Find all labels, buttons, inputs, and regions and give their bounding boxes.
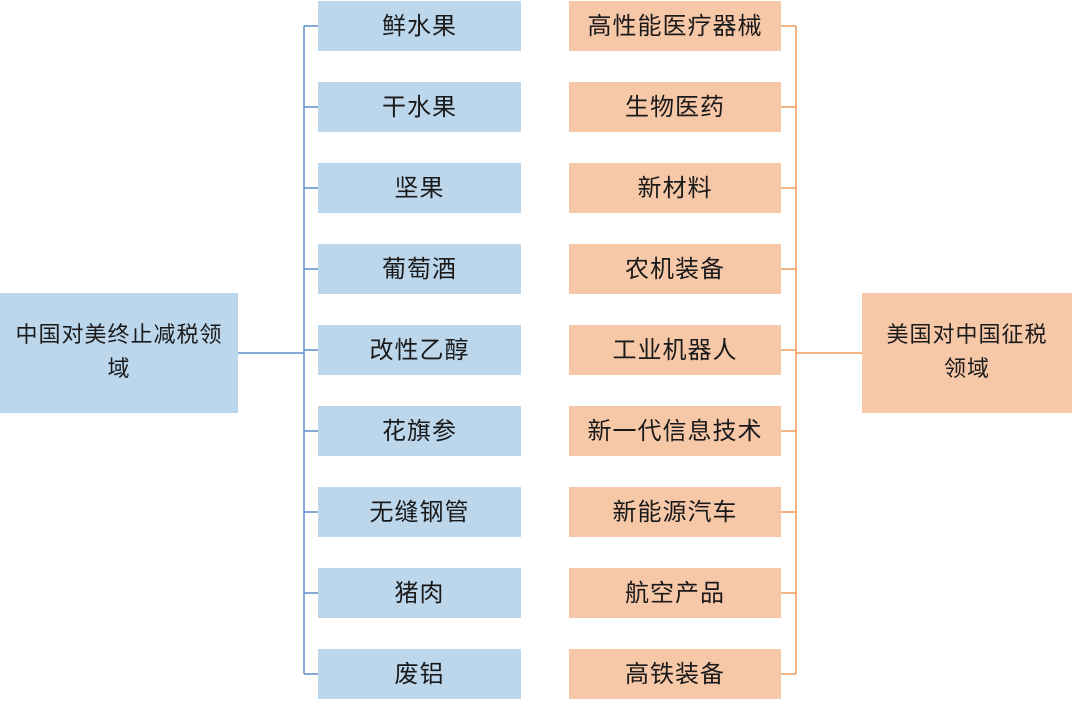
- right-item: 新能源汽车: [569, 487, 781, 537]
- right-item: 生物医药: [569, 82, 781, 132]
- left-item: 猪肉: [318, 568, 521, 618]
- left-item: 无缝钢管: [318, 487, 521, 537]
- left-item-label: 改性乙醇: [369, 336, 470, 364]
- right-item: 高铁装备: [569, 649, 781, 699]
- left-item-label: 废铝: [394, 660, 445, 688]
- left-item: 干水果: [318, 82, 521, 132]
- right-item: 工业机器人: [569, 325, 781, 375]
- left-root-label: 中国对美终止减税领域: [15, 323, 223, 382]
- left-item: 鲜水果: [318, 1, 521, 51]
- right-item-label: 新能源汽车: [612, 498, 738, 526]
- right-item-label: 新材料: [637, 174, 713, 202]
- left-item: 葡萄酒: [318, 244, 521, 294]
- right-root-label: 美国对中国征税领域: [886, 323, 1048, 382]
- right-item-label: 农机装备: [625, 255, 725, 283]
- right-item: 农机装备: [569, 244, 781, 294]
- right-item-label: 高性能医疗器械: [587, 12, 763, 40]
- left-item: 改性乙醇: [318, 325, 521, 375]
- right-item-label: 高铁装备: [625, 660, 725, 688]
- right-item: 高性能医疗器械: [569, 1, 781, 51]
- left-root-node: 中国对美终止减税领域: [0, 293, 238, 413]
- right-item: 新一代信息技术: [569, 406, 781, 456]
- left-item-label: 猪肉: [394, 579, 445, 607]
- left-item-label: 坚果: [394, 174, 445, 202]
- right-item: 新材料: [569, 163, 781, 213]
- left-item-label: 鲜水果: [382, 12, 457, 40]
- left-item: 坚果: [318, 163, 521, 213]
- right-item-label: 新一代信息技术: [587, 417, 763, 445]
- left-item-label: 花旗参: [382, 417, 457, 445]
- right-item: 航空产品: [569, 568, 781, 618]
- left-item-label: 干水果: [382, 93, 457, 121]
- left-item-label: 无缝钢管: [369, 498, 470, 526]
- left-item-label: 葡萄酒: [382, 255, 457, 283]
- right-item-label: 生物医药: [625, 93, 725, 121]
- right-root-node: 美国对中国征税领域: [862, 293, 1072, 413]
- right-item-label: 工业机器人: [612, 336, 738, 364]
- left-item: 花旗参: [318, 406, 521, 456]
- right-item-label: 航空产品: [625, 579, 725, 607]
- left-item: 废铝: [318, 649, 521, 699]
